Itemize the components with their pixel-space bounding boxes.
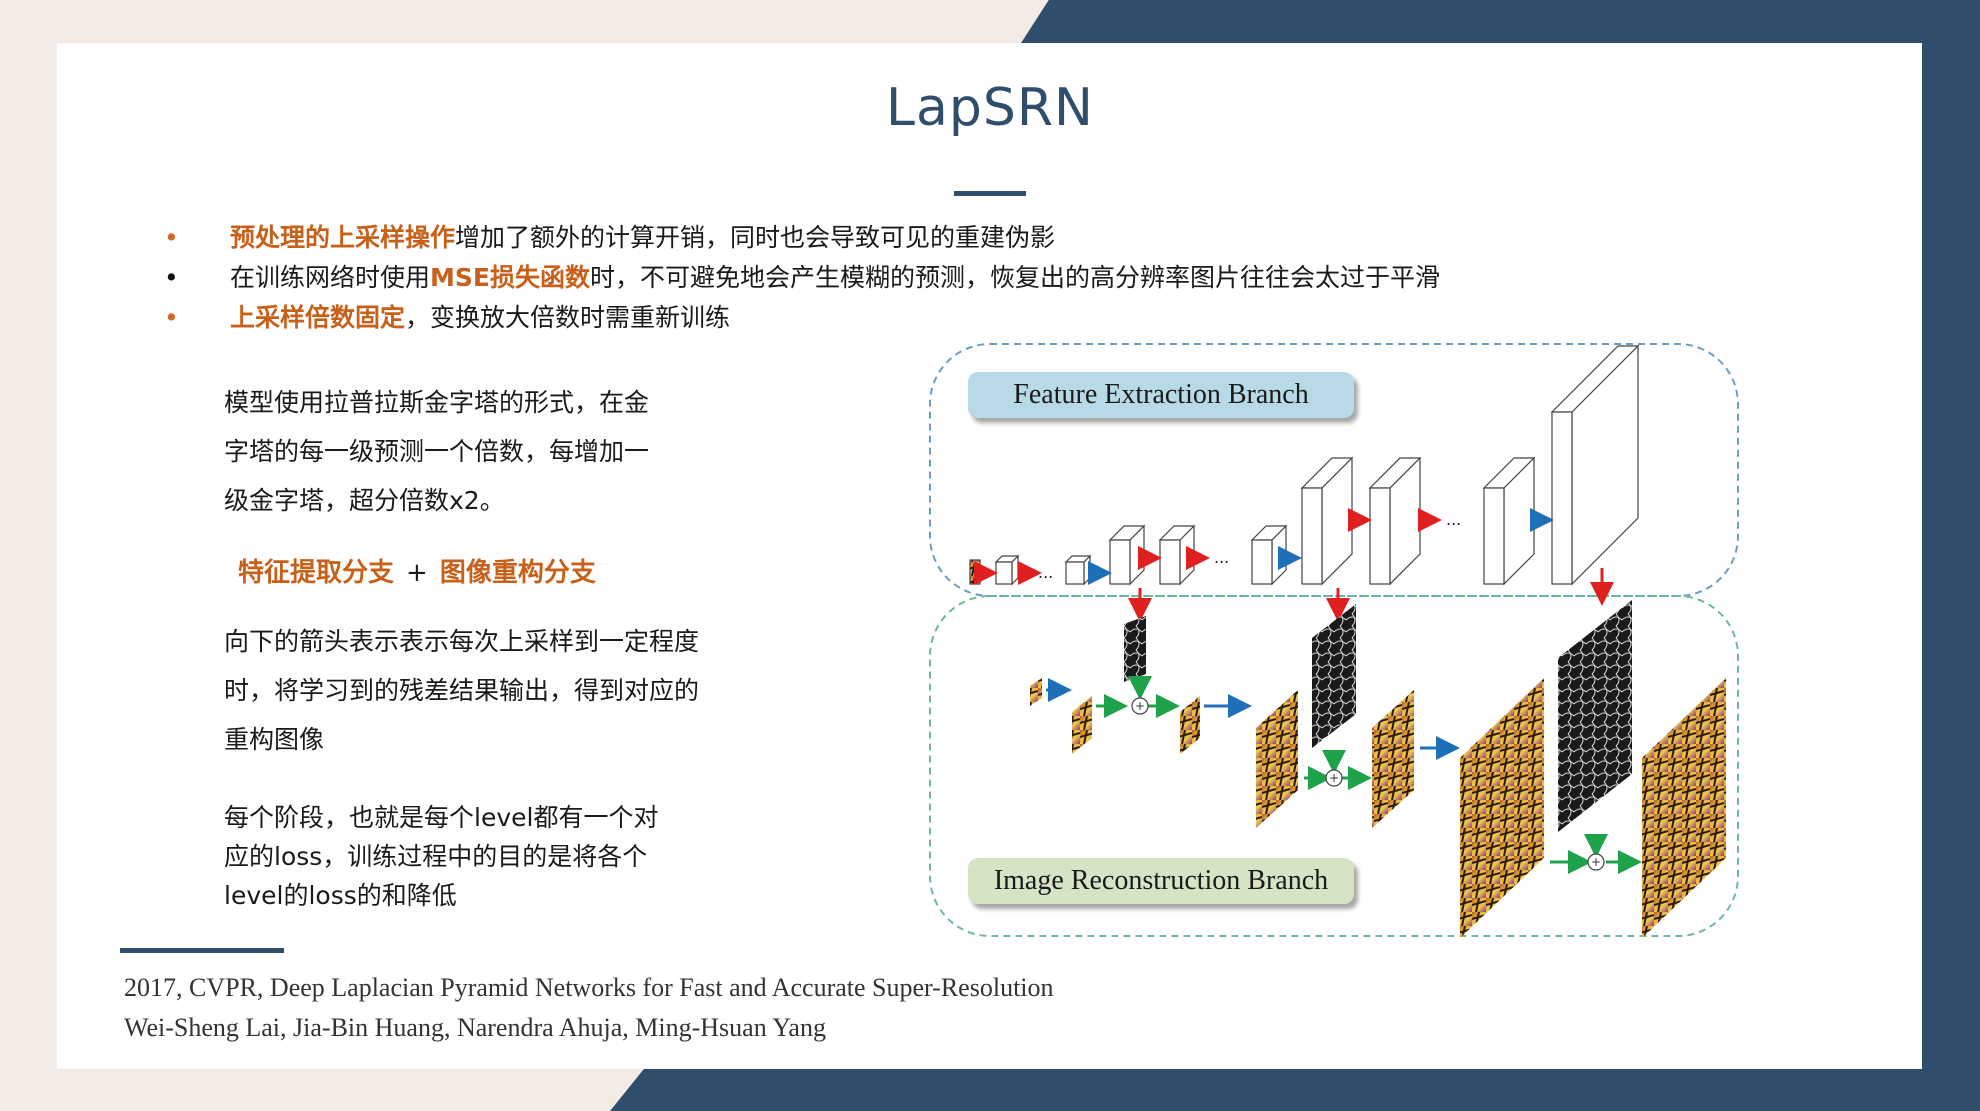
bullet-marker: • (164, 263, 179, 292)
paragraph-line: 模型使用拉普拉斯金字塔的形式，在金 (224, 388, 650, 417)
paragraph-line: 向下的箭头表示表示每次上采样到一定程度 (224, 627, 700, 656)
feature-branch-label: 特征提取分支 (238, 558, 395, 588)
bullet-marker: • (164, 223, 179, 252)
residual-image-2 (1312, 604, 1356, 748)
feature-cubes (969, 344, 1640, 586)
bullet-highlight: 上采样倍数固定 (230, 303, 406, 332)
paragraph-line: 字塔的每一级预测一个倍数，每增加一 (224, 437, 650, 466)
paragraph-arrows: 向下的箭头表示表示每次上采样到一定程度 时，将学习到的残差结果输出，得到对应的 … (224, 617, 699, 764)
lapsrn-architecture-figure: ... ... ... (926, 338, 1742, 942)
title-underline (954, 191, 1026, 196)
paragraph-pyramid: 模型使用拉普拉斯金字塔的形式，在金 字塔的每一级预测一个倍数，每增加一 级金字塔… (224, 378, 649, 525)
ellipsis-3: ... (1446, 510, 1461, 529)
background-accent-right (1920, 0, 1980, 1111)
bullet-item: • 在训练网络时使用MSE损失函数时，不可避免地会产生模糊的预测，恢复出的高分辨… (160, 258, 1440, 298)
sum-node-3 (1587, 853, 1605, 871)
ellipsis-2: ... (1214, 548, 1229, 567)
residual-image-1 (1124, 616, 1146, 682)
upsampled-image-1 (1072, 696, 1092, 754)
sum-node-1 (1131, 697, 1149, 715)
bullet-highlight: MSE损失函数 (430, 263, 590, 292)
slide-title: LapSRN (886, 78, 1094, 138)
bullet-list: • 预处理的上采样操作增加了额外的计算开销，同时也会导致可见的重建伪影 • 在训… (160, 218, 1440, 338)
paragraph-line: 每个阶段，也就是每个level都有一个对 (224, 803, 659, 832)
citation-paper: 2017, CVPR, Deep Laplacian Pyramid Netwo… (124, 973, 1054, 1002)
bullet-item: • 预处理的上采样操作增加了额外的计算开销，同时也会导致可见的重建伪影 (160, 218, 1440, 258)
footer-rule (120, 948, 284, 953)
paragraph-line: 级金字塔，超分倍数x2。 (224, 486, 505, 515)
paragraph-line: level的loss的和降低 (224, 881, 457, 910)
hr-image-1 (1180, 696, 1200, 754)
svg-text:+: + (1591, 855, 1601, 869)
hr-image-2 (1372, 690, 1414, 828)
svg-text:+: + (1135, 699, 1145, 713)
hr-image-3 (1642, 678, 1726, 938)
bullet-text: ，变换放大倍数时需重新训练 (405, 303, 731, 332)
ellipsis-1: ... (1038, 563, 1053, 582)
recon-branch-label: 图像重构分支 (439, 558, 596, 588)
bullet-marker: • (164, 303, 179, 332)
plus-sign: + (406, 558, 428, 588)
recon-branch-pill: Image Reconstruction Branch (968, 858, 1354, 904)
citation: 2017, CVPR, Deep Laplacian Pyramid Netwo… (124, 968, 1054, 1048)
residual-image-3 (1558, 600, 1632, 832)
paragraph-line: 重构图像 (224, 725, 325, 754)
svg-text:+: + (1329, 771, 1339, 785)
feature-branch-pill: Feature Extraction Branch (968, 372, 1354, 418)
bullet-item: • 上采样倍数固定，变换放大倍数时需重新训练 (160, 298, 1440, 338)
bullet-text-pre: 在训练网络时使用 (230, 263, 431, 292)
recon-branch-region (929, 595, 1739, 937)
architecture-diagram: ... ... ... (929, 343, 1739, 938)
lr-input-image (1030, 678, 1042, 706)
bullet-text: 时，不可避免地会产生模糊的预测，恢复出的高分辨率图片往往会太过于平滑 (589, 263, 1440, 292)
sum-node-2 (1325, 769, 1343, 787)
paragraph-loss: 每个阶段，也就是每个level都有一个对 应的loss，训练过程中的目的是将各个… (224, 798, 658, 915)
upsampled-image-3 (1460, 678, 1544, 938)
paragraph-line: 应的loss，训练过程中的目的是将各个 (224, 842, 648, 871)
upsampled-image-2 (1256, 690, 1298, 828)
paragraph-line: 时，将学习到的残差结果输出，得到对应的 (224, 676, 700, 705)
bullet-highlight: 预处理的上采样操作 (230, 223, 456, 252)
citation-authors: Wei-Sheng Lai, Jia-Bin Huang, Narendra A… (124, 1013, 826, 1042)
branch-summary: 特征提取分支 + 图像重构分支 (238, 552, 596, 589)
bullet-text: 增加了额外的计算开销，同时也会导致可见的重建伪影 (455, 223, 1056, 252)
